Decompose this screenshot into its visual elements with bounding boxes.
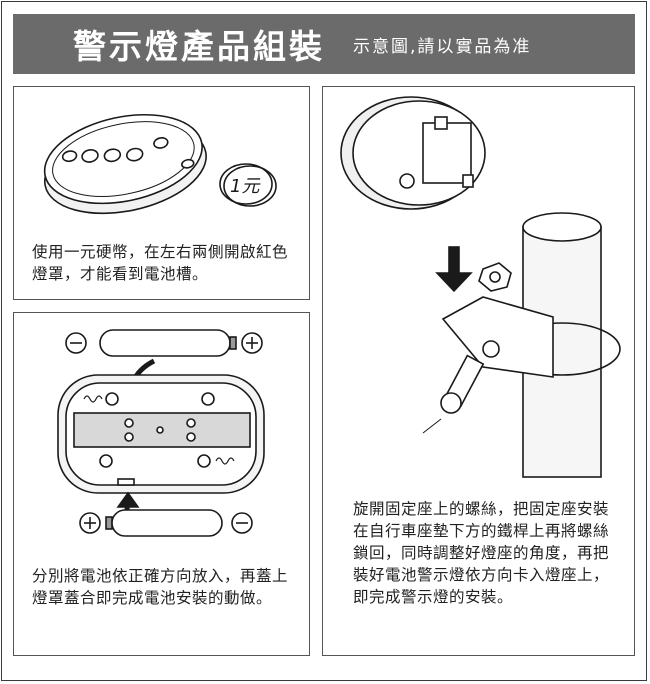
header-banner: 警示燈產品組裝 示意圖,請以實品為准 (13, 14, 635, 74)
battery-install-illustration (57, 329, 265, 537)
step2-panel: 分別將電池依正確方向放入，再蓋上燈罩蓋合即完成電池安裝的動做。 (13, 312, 310, 656)
page-title: 警示燈產品組裝 (73, 27, 325, 66)
step1-caption: 使用一元硬幣，在左右兩側開啟紅色燈罩，才能看到電池槽。 (32, 243, 289, 283)
mount-install-illustration (340, 96, 621, 478)
step3-caption: 旋開固定座上的螺絲，把固定座安裝在自行車座墊下方的鐵桿上再將螺絲鎖回，同時調整好… (353, 500, 610, 606)
page-subtitle: 示意圖,請以實品為准 (353, 36, 532, 57)
step1-panel: 1元 使用一元硬幣，在左右兩側開啟紅色燈罩，才能看到電池槽。 (13, 86, 310, 300)
step3-panel: 旋開固定座上的螺絲，把固定座安裝在自行車座墊下方的鐵桿上再將螺絲鎖回，同時調整好… (322, 86, 635, 656)
step2-caption: 分別將電池依正確方向放入，再蓋上燈罩蓋合即完成電池安裝的動做。 (32, 567, 289, 607)
lamp-cover-illustration (43, 113, 277, 215)
coin-label: 1元 (230, 176, 260, 197)
